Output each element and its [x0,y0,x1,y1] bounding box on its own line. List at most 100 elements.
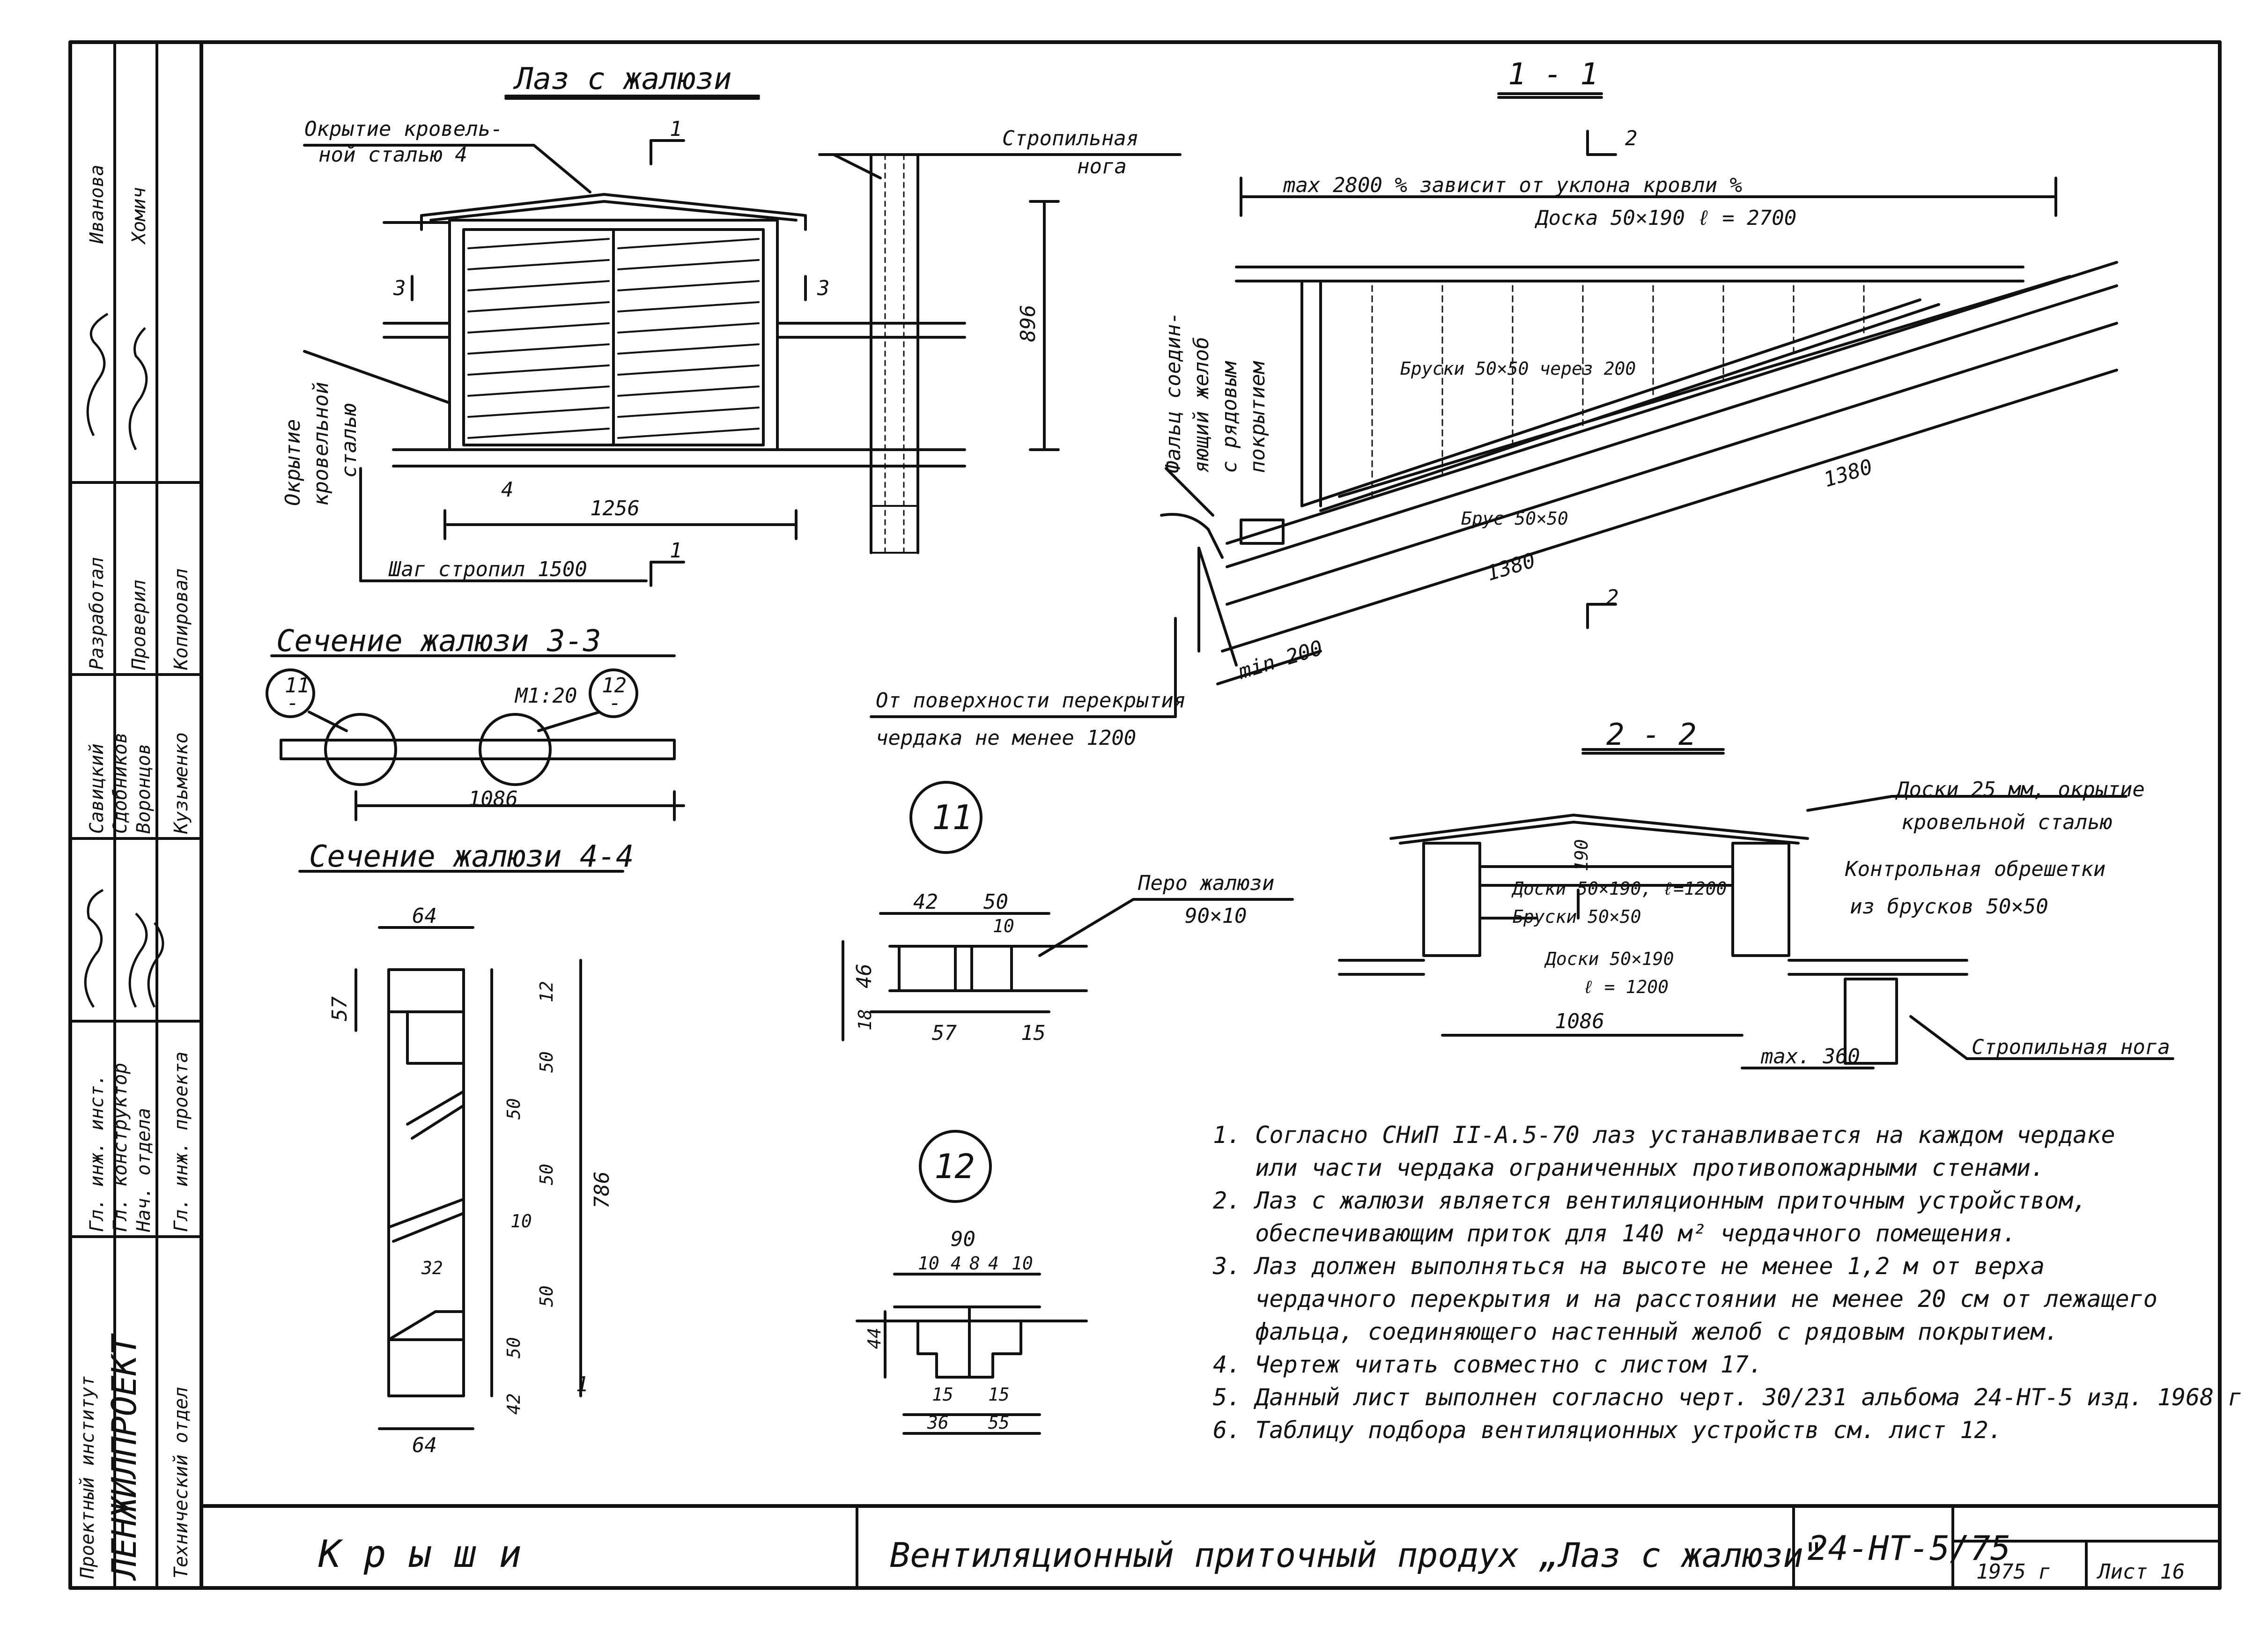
note-line: чердачного перекрытия и на расстоянии не… [1213,1285,2157,1313]
rafter-label-2: нога [1077,155,1127,178]
d12-dim-4b: 4 [988,1253,999,1274]
signature-2 [128,327,148,451]
front-view-title: Лаз с жалюзи [513,62,731,96]
stamp-dev-name: Кузьменко [170,732,192,834]
section-4-4-title: Сечение жалюзи 4-4 [309,839,634,874]
dim-50-b: 50 [503,1098,524,1120]
stamp-role: Разработал [86,557,108,670]
stamp-institute-1: Проектный институт [77,1376,98,1579]
d11-dim-57: 57 [932,1021,957,1045]
stamp-dev-name: Сдобников [110,732,131,834]
note-line: или части чердака ограниченных противопо… [1213,1154,2045,1181]
s22-boards-label-2: кровельной сталью [1901,810,2112,834]
fold-label-4: покрытием [1246,361,1270,473]
fold-label-3: с рядовым [1218,361,1241,473]
section-3-3-title: Сечение жалюзи 3-3 [276,624,601,659]
outer-frame [68,40,2222,1590]
note-line: 6. Таблицу подбора вентиляционных устрой… [1213,1417,2002,1444]
s22-counter-label-1: Контрольная обрешетки [1845,857,2105,881]
title-sheet: Лист 16 [2096,1560,2185,1584]
bar-label: Брус 50×50 [1461,508,1568,529]
dim-width: 1256 [590,497,640,520]
d11-dim-46: 46 [852,964,876,988]
note-line: 2. Лаз с жалюзи является вентиляционным … [1213,1187,2087,1214]
side-label-1: Окрытие [281,419,305,506]
stamp-dev-name: Савицкий [86,743,108,834]
d12-dim-10a: 10 [918,1253,939,1274]
dim-50-e: 50 [503,1337,524,1358]
front-view [303,95,1182,587]
cut-2-top: 2 [1625,126,1638,150]
d11-label-2: 90×10 [1185,904,1247,928]
dim-50-d: 50 [536,1285,557,1307]
stamp-role: Копировал [170,568,192,670]
callout-12-num: 12 [602,674,627,697]
stamp-position: Гл. инж. инст. [86,1074,108,1232]
s22-dim-max: max. 360 [1760,1045,1860,1068]
d11-dim-10: 10 [993,916,1014,936]
bars-label: Бруски 50×50 через 200 [1400,358,1636,379]
signatures [84,312,164,1008]
stamp-approval: Иванова [86,164,108,244]
stamp-position: Нач. отдела [133,1108,155,1232]
cut-3-left: 3 [393,276,406,300]
note-line: 3. Лаз должен выполняться на высоте не м… [1212,1253,2045,1280]
d11-dim-18: 18 [855,1009,875,1031]
d12-dim-15a: 15 [932,1384,953,1405]
note-line: 1. Согласно СНиП II-А.5-70 лаз устанавли… [1213,1121,2115,1149]
roof-label-2: ной сталью 4 [318,143,467,167]
dim-12: 12 [536,981,557,1002]
fold-label-2: яющий желоб [1189,337,1213,473]
section-4-4 [298,870,624,1430]
s22-board-bottom-1: Доски 50×190 [1544,949,1674,969]
dim-1086: 1086 [468,787,518,811]
d12-dim-15b: 15 [988,1384,1010,1405]
d12-dim-55: 55 [988,1412,1010,1433]
dim-height: 896 [1016,305,1040,342]
d11-dim-42: 42 [913,890,938,914]
section-1-1-title: 1 - 1 [1508,57,1598,92]
s22-bars: Бруски 50×50 [1513,906,1641,927]
s22-board-top: Доски 50×190, ℓ=1200 [1511,878,1727,899]
note-line: 4. Чертеж читать совместно с листом 17. [1213,1351,1763,1378]
callout-11-sub: - [287,691,299,715]
dim-50-c: 50 [536,1164,557,1185]
surface-label-2: чердака не менее 1200 [876,726,1136,750]
ref-4: 4 [501,478,514,502]
dim-32: 32 [421,1258,443,1278]
title-name: Вентиляционный приточный продух „Лаз с ж… [890,1536,1824,1575]
dim-57: 57 [328,996,352,1021]
cut-2-bottom: 2 [1606,586,1619,609]
s22-board-bottom-2: ℓ = 1200 [1583,977,1669,997]
stamp-position: Гл. конструктор [110,1063,131,1232]
roof-label-1: Окрытие кровель- [304,117,503,141]
dim-64-top: 64 [412,904,437,928]
s22-counter-label-2: из брусков 50×50 [1850,895,2048,919]
stamp-approval: Хомич [128,187,150,245]
max-label: max 2800 % зависит от уклона кровли % [1283,173,1742,197]
detail-11 [842,781,1294,1041]
cut-1-top: 1 [670,117,682,141]
stamp-role: Проверил [128,579,150,670]
detail-12 [856,1130,1088,1435]
d12-dim-10b: 10 [1012,1253,1033,1274]
signature-5 [147,922,164,1008]
d11-dim-15: 15 [1021,1021,1046,1045]
signature-1 [86,312,109,437]
stamp-position: Гл. инж. проекта [170,1052,192,1232]
dim-1: 1 [576,1372,589,1396]
side-label-2: кровельной [309,382,333,506]
board-label: Доска 50×190 ℓ = 2700 [1534,206,1796,230]
s22-dim-1086: 1086 [1555,1009,1604,1033]
note-line: фальца, соединяющего настенный желоб с р… [1213,1318,2059,1345]
signature-4 [128,912,148,1008]
title-section: К р ы ш и [318,1532,521,1576]
dim-1380-b: 1380 [1484,549,1538,586]
section-3-3 [266,654,685,821]
section-1-1 [870,92,2118,718]
section-2-2 [1338,748,2174,1069]
d12-dim-90: 90 [951,1227,975,1251]
rafter-label-1: Стропильная [1002,126,1138,150]
detail-12-id: 12 [934,1147,975,1186]
